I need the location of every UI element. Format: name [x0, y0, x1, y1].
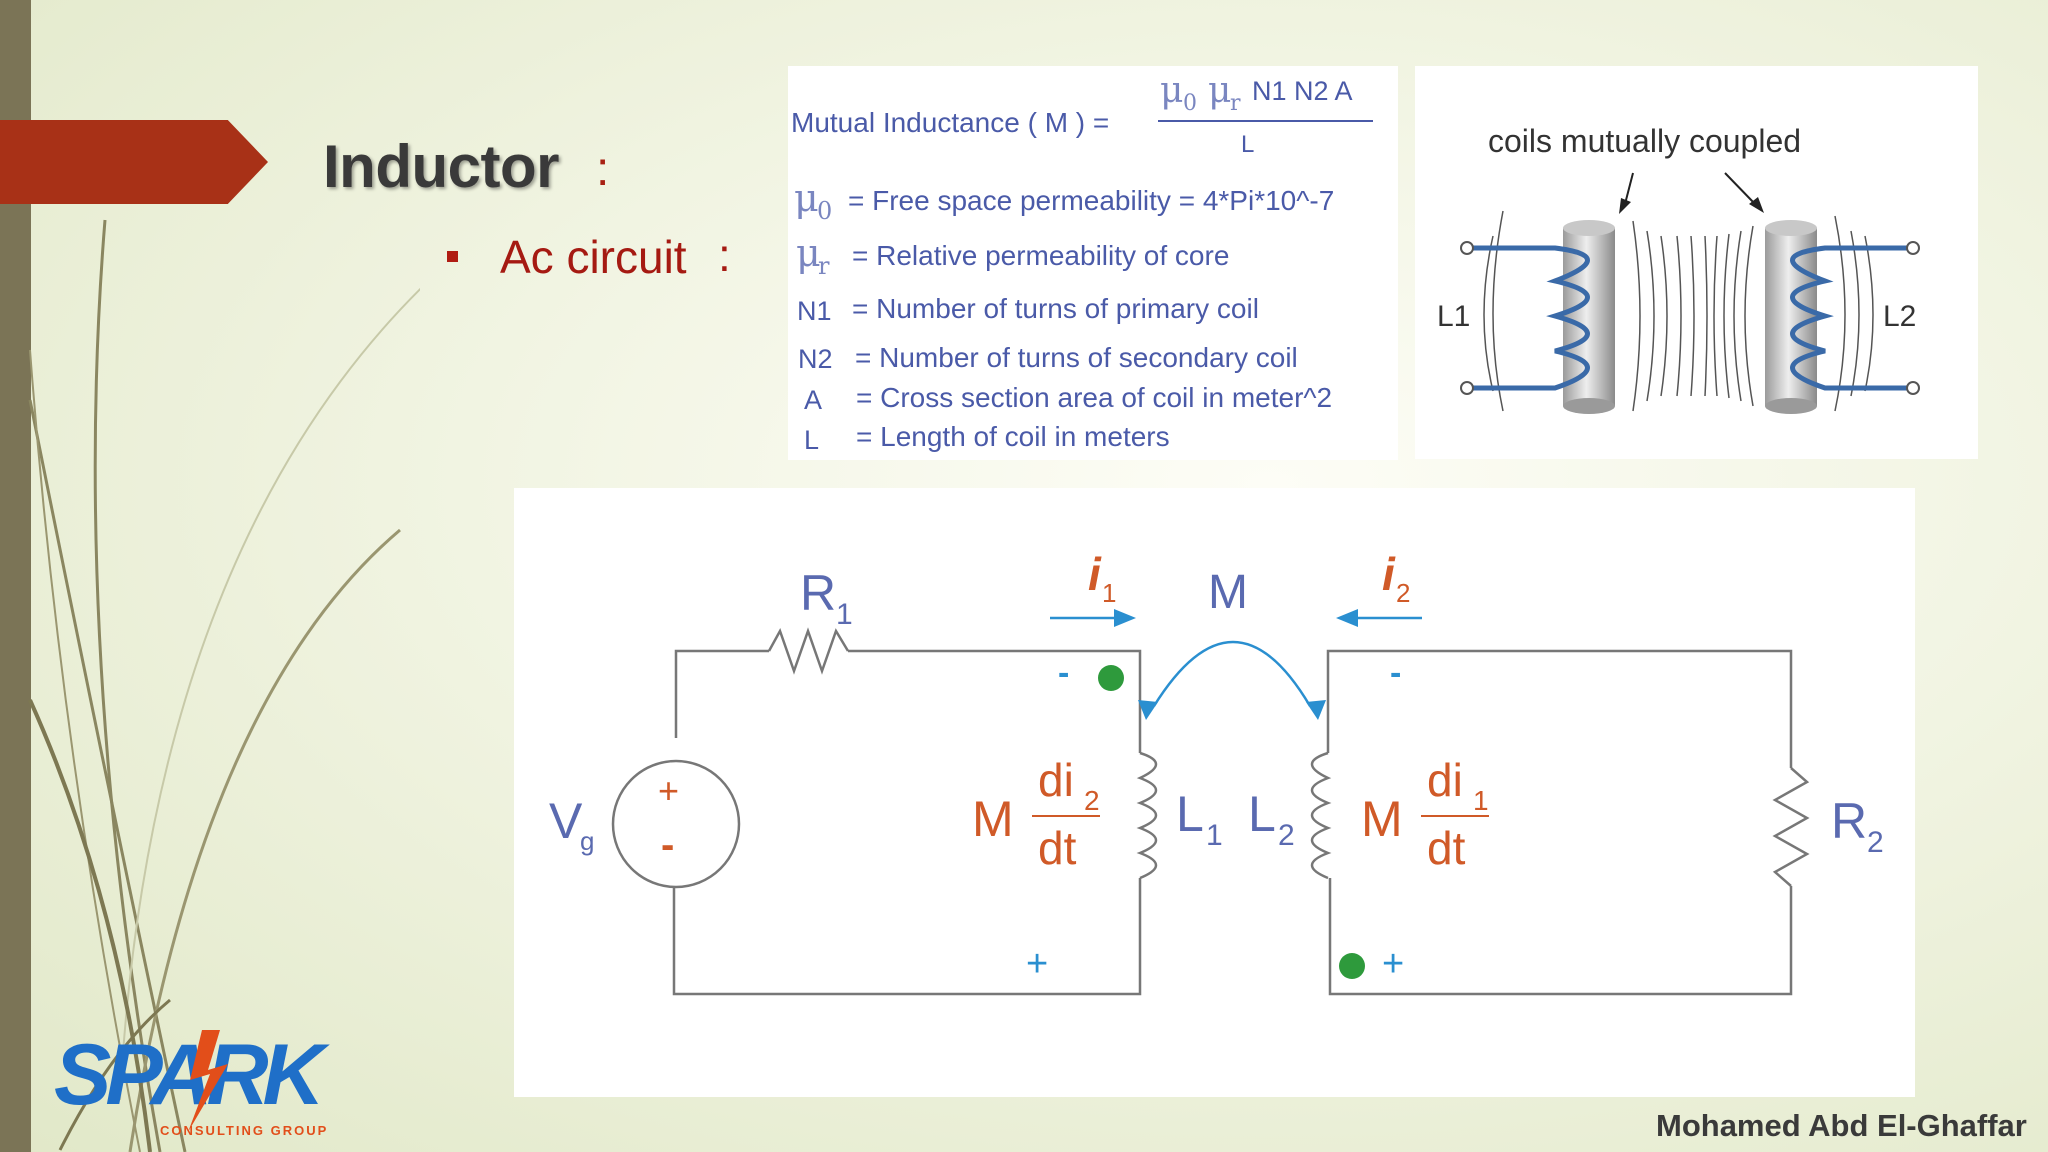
formula-mur: μ	[1208, 70, 1231, 111]
mutual-coupling-arc	[1152, 640, 1312, 707]
emf2-m: M	[1361, 791, 1403, 847]
def-a-symbol: A	[804, 385, 822, 415]
dot-marker-l1	[1098, 665, 1124, 691]
dot-marker-l2	[1339, 953, 1365, 979]
formula-mu0-sub: 0	[1183, 91, 1197, 116]
terminal-dot	[1906, 241, 1920, 255]
label-i1-sub: 1	[1102, 578, 1116, 608]
voltage-source	[611, 759, 741, 889]
emf1-numerator-sub: 2	[1084, 785, 1100, 816]
label-l2: L	[1248, 786, 1276, 842]
label-r2-sub: 2	[1867, 826, 1884, 859]
formula-lhs: Mutual Inductance ( M ) =	[791, 107, 1109, 138]
def-l-text: = Length of coil in meters	[856, 421, 1170, 452]
label-l2-sub: 2	[1278, 819, 1295, 852]
inductor-l2	[1310, 751, 1332, 880]
def-n1-symbol: N1	[797, 296, 832, 326]
def-mur-symbol-sub: r	[818, 252, 830, 280]
polarity-plus-l1: +	[1026, 943, 1048, 985]
source-plus: +	[658, 770, 679, 811]
label-i1: i	[1088, 548, 1102, 600]
def-a-text: = Cross section area of coil in meter^2	[856, 382, 1332, 413]
label-r1-sub: 1	[836, 598, 853, 631]
def-n2-symbol: N2	[798, 344, 833, 374]
source-minus: -	[661, 823, 674, 867]
caption-arrow-right	[1724, 172, 1756, 205]
logo-tagline: CONSULTING GROUP	[160, 1123, 328, 1138]
lightning-bolt-icon	[188, 1030, 228, 1132]
title-arrow-tab	[0, 120, 268, 204]
label-l1: L	[1176, 786, 1204, 842]
def-mu0-text: = Free space permeability = 4*Pi*10^-7	[848, 185, 1334, 216]
formula-panel: Mutual Inductance ( M ) = μ 0 μ r N1 N2 …	[788, 66, 1398, 460]
arrow-i1-head-icon	[1114, 609, 1136, 627]
label-vg: V	[549, 793, 583, 849]
terminal-dot	[1460, 381, 1474, 395]
emf2-numerator-sub: 1	[1473, 785, 1489, 816]
label-r1: R	[800, 565, 836, 621]
subtitle-colon: :	[718, 229, 731, 281]
spark-logo: SPARK CONSULTING GROUP	[54, 1027, 337, 1138]
bullet-square-icon	[447, 251, 458, 262]
formula-mu0: μ	[1160, 70, 1183, 111]
coil-label-l2: L2	[1883, 300, 1916, 333]
polarity-plus-l2: +	[1382, 943, 1404, 985]
label-r2: R	[1831, 793, 1867, 849]
page-title: Inductor	[323, 133, 559, 200]
def-mur-text: = Relative permeability of core	[852, 240, 1229, 271]
caption-arrowhead-left-icon	[1619, 198, 1631, 214]
label-mutual-m: M	[1208, 566, 1248, 619]
formula-mur-sub: r	[1230, 91, 1241, 116]
arrow-i2-head-icon	[1336, 609, 1358, 627]
def-l-symbol: L	[804, 425, 819, 455]
windings	[1467, 245, 1913, 391]
coil-caption: coils mutually coupled	[1488, 123, 1801, 159]
arc-head-right-icon	[1306, 700, 1326, 720]
decorative-curves	[28, 219, 420, 1152]
caption-arrowhead-right-icon	[1749, 197, 1764, 213]
emf1-m: M	[972, 791, 1014, 847]
emf1-denominator: dt	[1038, 822, 1077, 874]
terminal-dot	[1460, 241, 1474, 255]
footer-author: Mohamed Abd El-Ghaffar	[1656, 1108, 2027, 1143]
label-vg-sub: g	[580, 826, 594, 856]
def-mu0-symbol-sub: 0	[817, 197, 832, 225]
subtitle: Ac circuit	[500, 231, 687, 283]
def-mu0-symbol: μ	[794, 176, 819, 220]
formula-numerator: N1 N2 A	[1252, 76, 1353, 106]
emf2-denominator: dt	[1427, 822, 1466, 874]
inductor-l1	[1136, 751, 1158, 880]
polarity-minus-l2: -	[1390, 654, 1401, 692]
circuit-panel: + - V g R 1 R 2 L 1 L 2 M i 1 i 2 - + -	[514, 488, 1915, 1097]
emf2-numerator: di	[1427, 754, 1463, 806]
def-n1-text: = Number of turns of primary coil	[852, 293, 1259, 324]
circuit-wires	[672, 627, 1810, 996]
label-i2: i	[1382, 548, 1396, 600]
title-colon: :	[596, 143, 610, 196]
coil-label-l1: L1	[1437, 300, 1470, 333]
label-l1-sub: 1	[1206, 819, 1223, 852]
label-i2-sub: 2	[1396, 578, 1410, 608]
terminal-dot	[1906, 381, 1920, 395]
polarity-minus-l1: -	[1058, 654, 1069, 692]
def-n2-text: = Number of turns of secondary coil	[855, 342, 1298, 373]
formula-denominator: L	[1241, 131, 1254, 158]
coil-diagram-panel: coils mutually coupled	[1415, 66, 1978, 459]
caption-arrow-left	[1624, 172, 1634, 205]
def-mur-symbol: μ	[796, 231, 821, 275]
arc-head-left-icon	[1138, 700, 1158, 720]
emf1-numerator: di	[1038, 754, 1074, 806]
